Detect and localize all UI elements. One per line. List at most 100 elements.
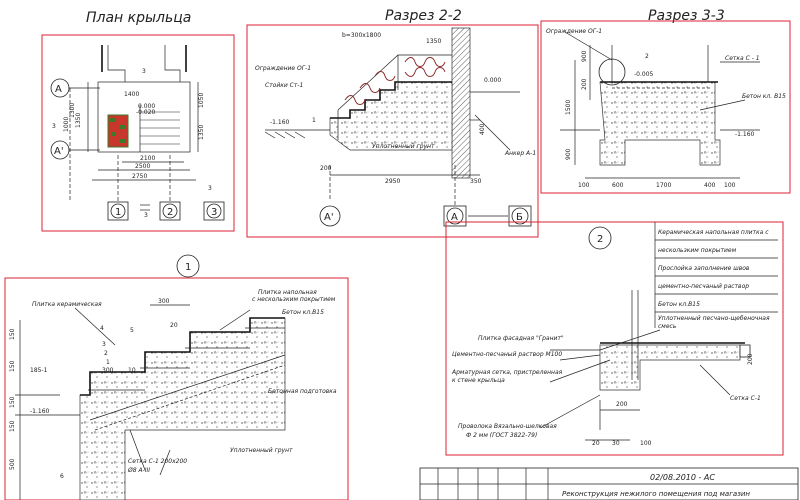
svg-text:1: 1 [115,207,121,218]
d1-mark-5: 5 [130,327,134,334]
plan-level-0020: -0.020 [136,109,156,116]
detail-2-drawing [539,290,751,441]
d1-dim-150-b: 150 [9,360,16,372]
s22-axis-a: А [443,205,467,227]
plan-mark-top: 3 [142,68,146,75]
d2-label-wire: Проволока Вязально-шелковая [458,423,557,430]
plan-dim-1400: 1400 [124,91,139,98]
detail-2-frame [445,221,784,456]
axis-bubble-a-prime: А' [50,140,70,160]
plan-frame [41,34,235,232]
detail-2-number: 2 [588,226,612,250]
svg-text:А': А' [324,212,334,223]
d2-label-mortar: Цементно-песчаный раствор М100 [452,351,562,358]
d1-dim-300: 300 [102,367,114,374]
axis-bubble-1: 1 [107,201,129,221]
d2-row-nonslip: нескользким покрытием [658,247,737,254]
d2-row-joints: Прослойка заполнение швов [658,265,750,272]
s33-dim-100-left: 100 [578,182,590,189]
s22-dim-200: 200 [320,165,332,172]
svg-text:А': А' [54,146,64,157]
plan-dim-1350-right: 1350 [198,125,205,140]
d1-dim-150-a: 150 [9,328,16,340]
s33-mark-2: 2 [645,53,649,60]
d2-row-mix: смесь [658,323,677,330]
s22-dim-350: 350 [470,178,482,185]
stamp-project: Реконструкция нежилого помещения под маг… [562,490,750,498]
plan-level-0000: 0.000 [138,103,155,110]
s22-level-0000: 0.000 [484,77,501,84]
plan-dim-2100: 2100 [140,155,155,162]
s22-dim-1350: 1350 [426,38,441,45]
d1-label-rebar: Ø8 А-III [127,467,150,474]
s33-dim-1700: 1700 [656,182,671,189]
plan-dim-1300: 1300 [69,103,76,118]
d2-dim-200-b: 200 [747,353,754,365]
d2-dim-100: 100 [640,440,652,447]
d2-row-mortar: цементно-песчаный раствор [658,283,749,290]
d2-row-gravel: Уплотненный песчано-щебеночная [658,315,770,322]
d1-label-mesh: Сетка С-1 200х200 [128,458,187,465]
s33-dim-100-right: 100 [724,182,736,189]
d1-label-soil: Уплотненный грунт [230,447,293,454]
s33-dim-400: 400 [704,182,716,189]
axis-bubble-3: 3 [203,201,225,221]
s33-dim-900-top: 900 [581,50,588,62]
detail-2-table [654,222,778,328]
s22-dim-400: 400 [479,123,486,135]
d2-row-ceramic: Керамическая напольная плитка с [658,229,769,236]
plan-dim-1000: 1000 [63,117,70,132]
d2-label-mesh-c1: Сетка С-1 [730,395,761,402]
d1-dim-185: 185-1 [30,367,48,374]
s33-label-mesh: Сетка С - 1 [725,55,760,62]
section-2-2-frame [246,24,539,238]
detail-1-drawing [15,304,286,500]
svg-text:Б: Б [516,212,523,223]
s33-label-concrete: Бетон кл. В15 [742,93,786,100]
d1-mark-3: 3 [102,341,106,348]
d1-label-prep: Бетонная подготовка [268,388,337,395]
d1-label-ceramic: Плитка керамическая [32,301,102,308]
s22-label-anchor: Анкер А-1 [504,150,536,157]
s33-dim-900-bottom: 900 [565,148,572,160]
section-3-3-drawing [560,31,760,179]
axis-bubble-a: А [50,78,70,98]
d1-dim-150-d: 150 [9,420,16,432]
s22-mark-1: 1 [312,117,316,124]
plan-mark-left: 3 [52,123,56,130]
s22-label-railing: Ограждение ОГ-1 [255,65,311,72]
d1-level-1160: -1.160 [30,408,50,415]
s22-dim-2950: 2950 [385,178,400,185]
d1-label-nonslip: с нескользким покрытием [252,296,336,303]
porch-plan [62,45,199,211]
stamp-code: 02/08.2010 - АС [650,473,715,482]
d1-dim-500: 500 [9,458,16,470]
d1-mark-4: 4 [100,325,104,332]
d2-dim-200-a: 200 [616,401,628,408]
section-2-2-title: Разрез 2-2 [385,8,462,24]
s22-axis-a-prime: А' [319,205,341,227]
d1-dim-10: 10 [128,367,136,374]
s33-dim-200: 200 [581,78,588,90]
d1-dim-300-top: 300 [158,298,170,305]
s33-level-0005: -0.005 [634,71,654,78]
section-2-2-drawing [264,27,520,217]
s22-label-posts: Стойки Ст-1 [265,82,303,89]
d2-dim-30: 30 [612,440,620,447]
d2-label-wall: к стене крыльца [452,377,505,384]
d2-label-facade: Плитка фасадная "Гранит" [478,335,564,342]
section-3-3-frame [540,20,791,194]
d1-dim-150-c: 150 [9,396,16,408]
d1-dim-20: 20 [170,322,178,329]
plan-mark-right: 3 [208,185,212,192]
svg-text:А: А [55,84,62,95]
d1-mark-6: 6 [60,473,64,480]
section-3-3-title: Разрез 3-3 [648,8,725,24]
svg-text:2: 2 [597,234,603,245]
plan-mark-bottom: 3 [144,212,148,219]
s22-level-1160: -1.160 [270,119,290,126]
title-block [419,467,799,500]
plan-dim-1350-left: 1350 [75,113,82,128]
s33-level-1160: -1.160 [735,131,755,138]
